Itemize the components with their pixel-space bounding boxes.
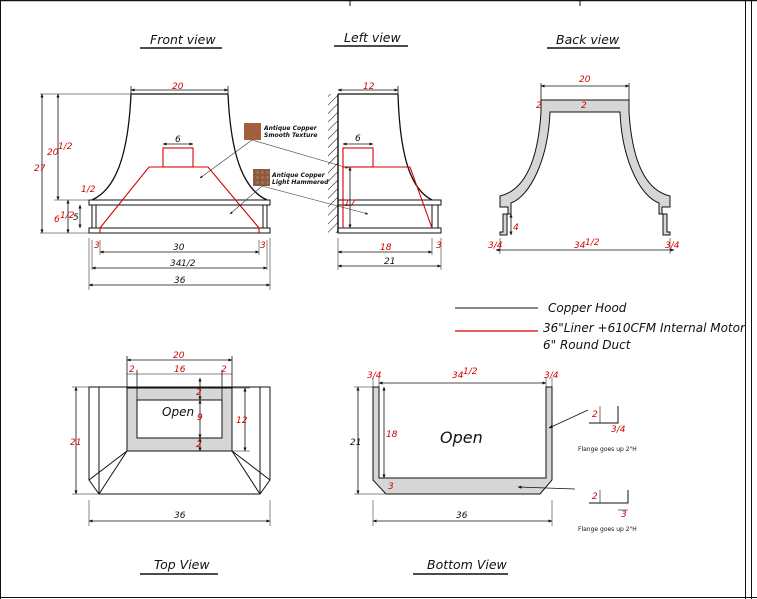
top-view-text: 20 2 16 2 2 9 2 12 21 36 Open	[70, 351, 248, 521]
legend: Copper Hood 36"Liner +610CFM Internal Mo…	[455, 301, 746, 352]
back-view-drawing	[499, 99, 671, 236]
front-duct-width-dim: 6	[175, 135, 181, 145]
left-depth-dim: 18	[380, 243, 392, 253]
left-overall-dim: 21	[384, 257, 395, 267]
hammered-copper-label-1: Antique Copper	[271, 172, 326, 179]
front-band-dim: 5	[73, 213, 79, 223]
front-edge-left-dim: 3	[94, 241, 100, 251]
bottom-view-title: Bottom View	[427, 557, 508, 572]
hammered-copper-swatch	[253, 169, 270, 186]
front-mid-dim: 34	[170, 259, 182, 269]
top-width-dim: 36	[174, 511, 186, 521]
back-view-title: Back view	[556, 32, 620, 47]
top-open-height-dim: 9	[197, 413, 203, 423]
front-top-width-dim: 20	[172, 82, 184, 92]
bottom-mid-frac: 1/2	[463, 367, 478, 377]
front-height-body-dim: 20	[47, 148, 59, 158]
front-inner-dim: 30	[173, 243, 185, 253]
left-top-dim: 12	[363, 82, 375, 92]
bottom-open-label: Open	[440, 428, 483, 447]
left-view-title: Left view	[344, 30, 401, 45]
front-view-drawing	[88, 93, 271, 234]
top-depth-dim: 21	[70, 438, 81, 448]
front-side-lip-dim: 1/2	[81, 185, 96, 195]
back-mid-frac: 1/2	[585, 238, 600, 248]
smooth-copper-label-2: Smooth Texture	[264, 132, 317, 139]
left-view-dimensions	[337, 86, 442, 270]
material-callouts: Antique Copper Smooth Texture Antique Co…	[199, 123, 369, 215]
front-overall-dim: 36	[174, 276, 186, 286]
left-duct-dim: 6	[355, 134, 361, 144]
bottom-mid-dim: 34	[452, 371, 464, 381]
flange2-width-dim: 3	[621, 510, 627, 520]
front-view-dimension-text: 20 27 20 1/2 1/2 6 1/2 5 6 3 3 30 34 1/2…	[34, 82, 266, 286]
left-right-edge-dim: 3	[436, 241, 442, 251]
top-left-dim: 2	[129, 365, 135, 375]
bottom-width-dim: 36	[456, 511, 468, 521]
legend-duct-label: 6" Round Duct	[543, 338, 632, 352]
hammered-copper-label-2: Light Hammered	[272, 179, 329, 186]
front-view-liner	[99, 147, 260, 233]
left-view-dimension-text: 12 6 17 18 3 21	[344, 82, 442, 267]
flange2-height-dim: 2	[592, 492, 598, 502]
front-mid-frac: 1/2	[181, 259, 196, 269]
back-mid-dim: 34	[574, 241, 586, 251]
wall-hatch	[328, 94, 338, 233]
bottom-left-frac-dim: 3/4	[367, 371, 382, 381]
bottom-depth-dim: 21	[350, 438, 361, 448]
bottom-view-text: 3/4 34 1/2 3/4 21 18 3 36 Open 2 3/4 Fla…	[350, 367, 637, 533]
top-side-dim: 12	[236, 416, 248, 426]
front-side-band-frac: 1/2	[60, 211, 75, 221]
top-center-dim: 16	[174, 365, 186, 375]
front-height-total-dim: 27	[34, 164, 46, 174]
top-top-inset-dim: 2	[196, 388, 202, 398]
back-top-dim: 20	[579, 75, 591, 85]
view-titles: Front view Left view Back view Top View …	[140, 30, 620, 575]
back-left-flange-dim: 2	[536, 101, 542, 111]
smooth-copper-swatch	[244, 123, 261, 140]
legend-liner-label: 36"Liner +610CFM Internal Motor	[543, 321, 746, 335]
left-view-drawing	[328, 93, 442, 234]
bottom-front-edge-dim: 3	[388, 482, 394, 492]
top-bottom-inset-dim: 2	[196, 440, 202, 450]
top-view-drawing	[88, 386, 271, 495]
left-height-dim: 17	[344, 199, 356, 209]
flange1-note: Flange goes up 2"H	[578, 446, 637, 453]
bottom-right-frac-dim: 3/4	[544, 371, 559, 381]
top-open-label: Open	[162, 405, 194, 419]
front-side-band-dim: 6	[54, 215, 60, 225]
left-view-liner	[342, 147, 433, 229]
back-view-dimension-text: 20 2 2 4 3/4 3/4 34 1/2	[488, 75, 680, 251]
flange2-note: Flange goes up 2"H	[578, 526, 637, 533]
legend-hood-label: Copper Hood	[548, 301, 627, 315]
back-right-frac-dim: 3/4	[665, 241, 680, 251]
smooth-copper-label-1: Antique Copper	[263, 125, 318, 132]
top-overall-dim: 20	[173, 351, 185, 361]
top-view-title: Top View	[154, 557, 210, 572]
top-view-dimensions	[72, 356, 271, 526]
back-view-dimensions	[495, 83, 675, 254]
flange1-width-dim: 3/4	[611, 425, 626, 435]
front-view-title: Front view	[150, 32, 216, 47]
bottom-view-dimensions	[354, 377, 629, 526]
front-edge-right-dim: 3	[260, 241, 266, 251]
flange1-height-dim: 2	[592, 410, 598, 420]
front-view-dimensions	[40, 86, 271, 290]
back-right-flange-dim: 2	[581, 101, 587, 111]
bottom-inner-dim: 18	[386, 430, 398, 440]
back-drop-dim: 4	[513, 223, 519, 233]
front-height-frac-dim: 1/2	[58, 142, 73, 152]
back-left-frac-dim: 3/4	[488, 241, 503, 251]
top-right-dim: 2	[221, 365, 227, 375]
